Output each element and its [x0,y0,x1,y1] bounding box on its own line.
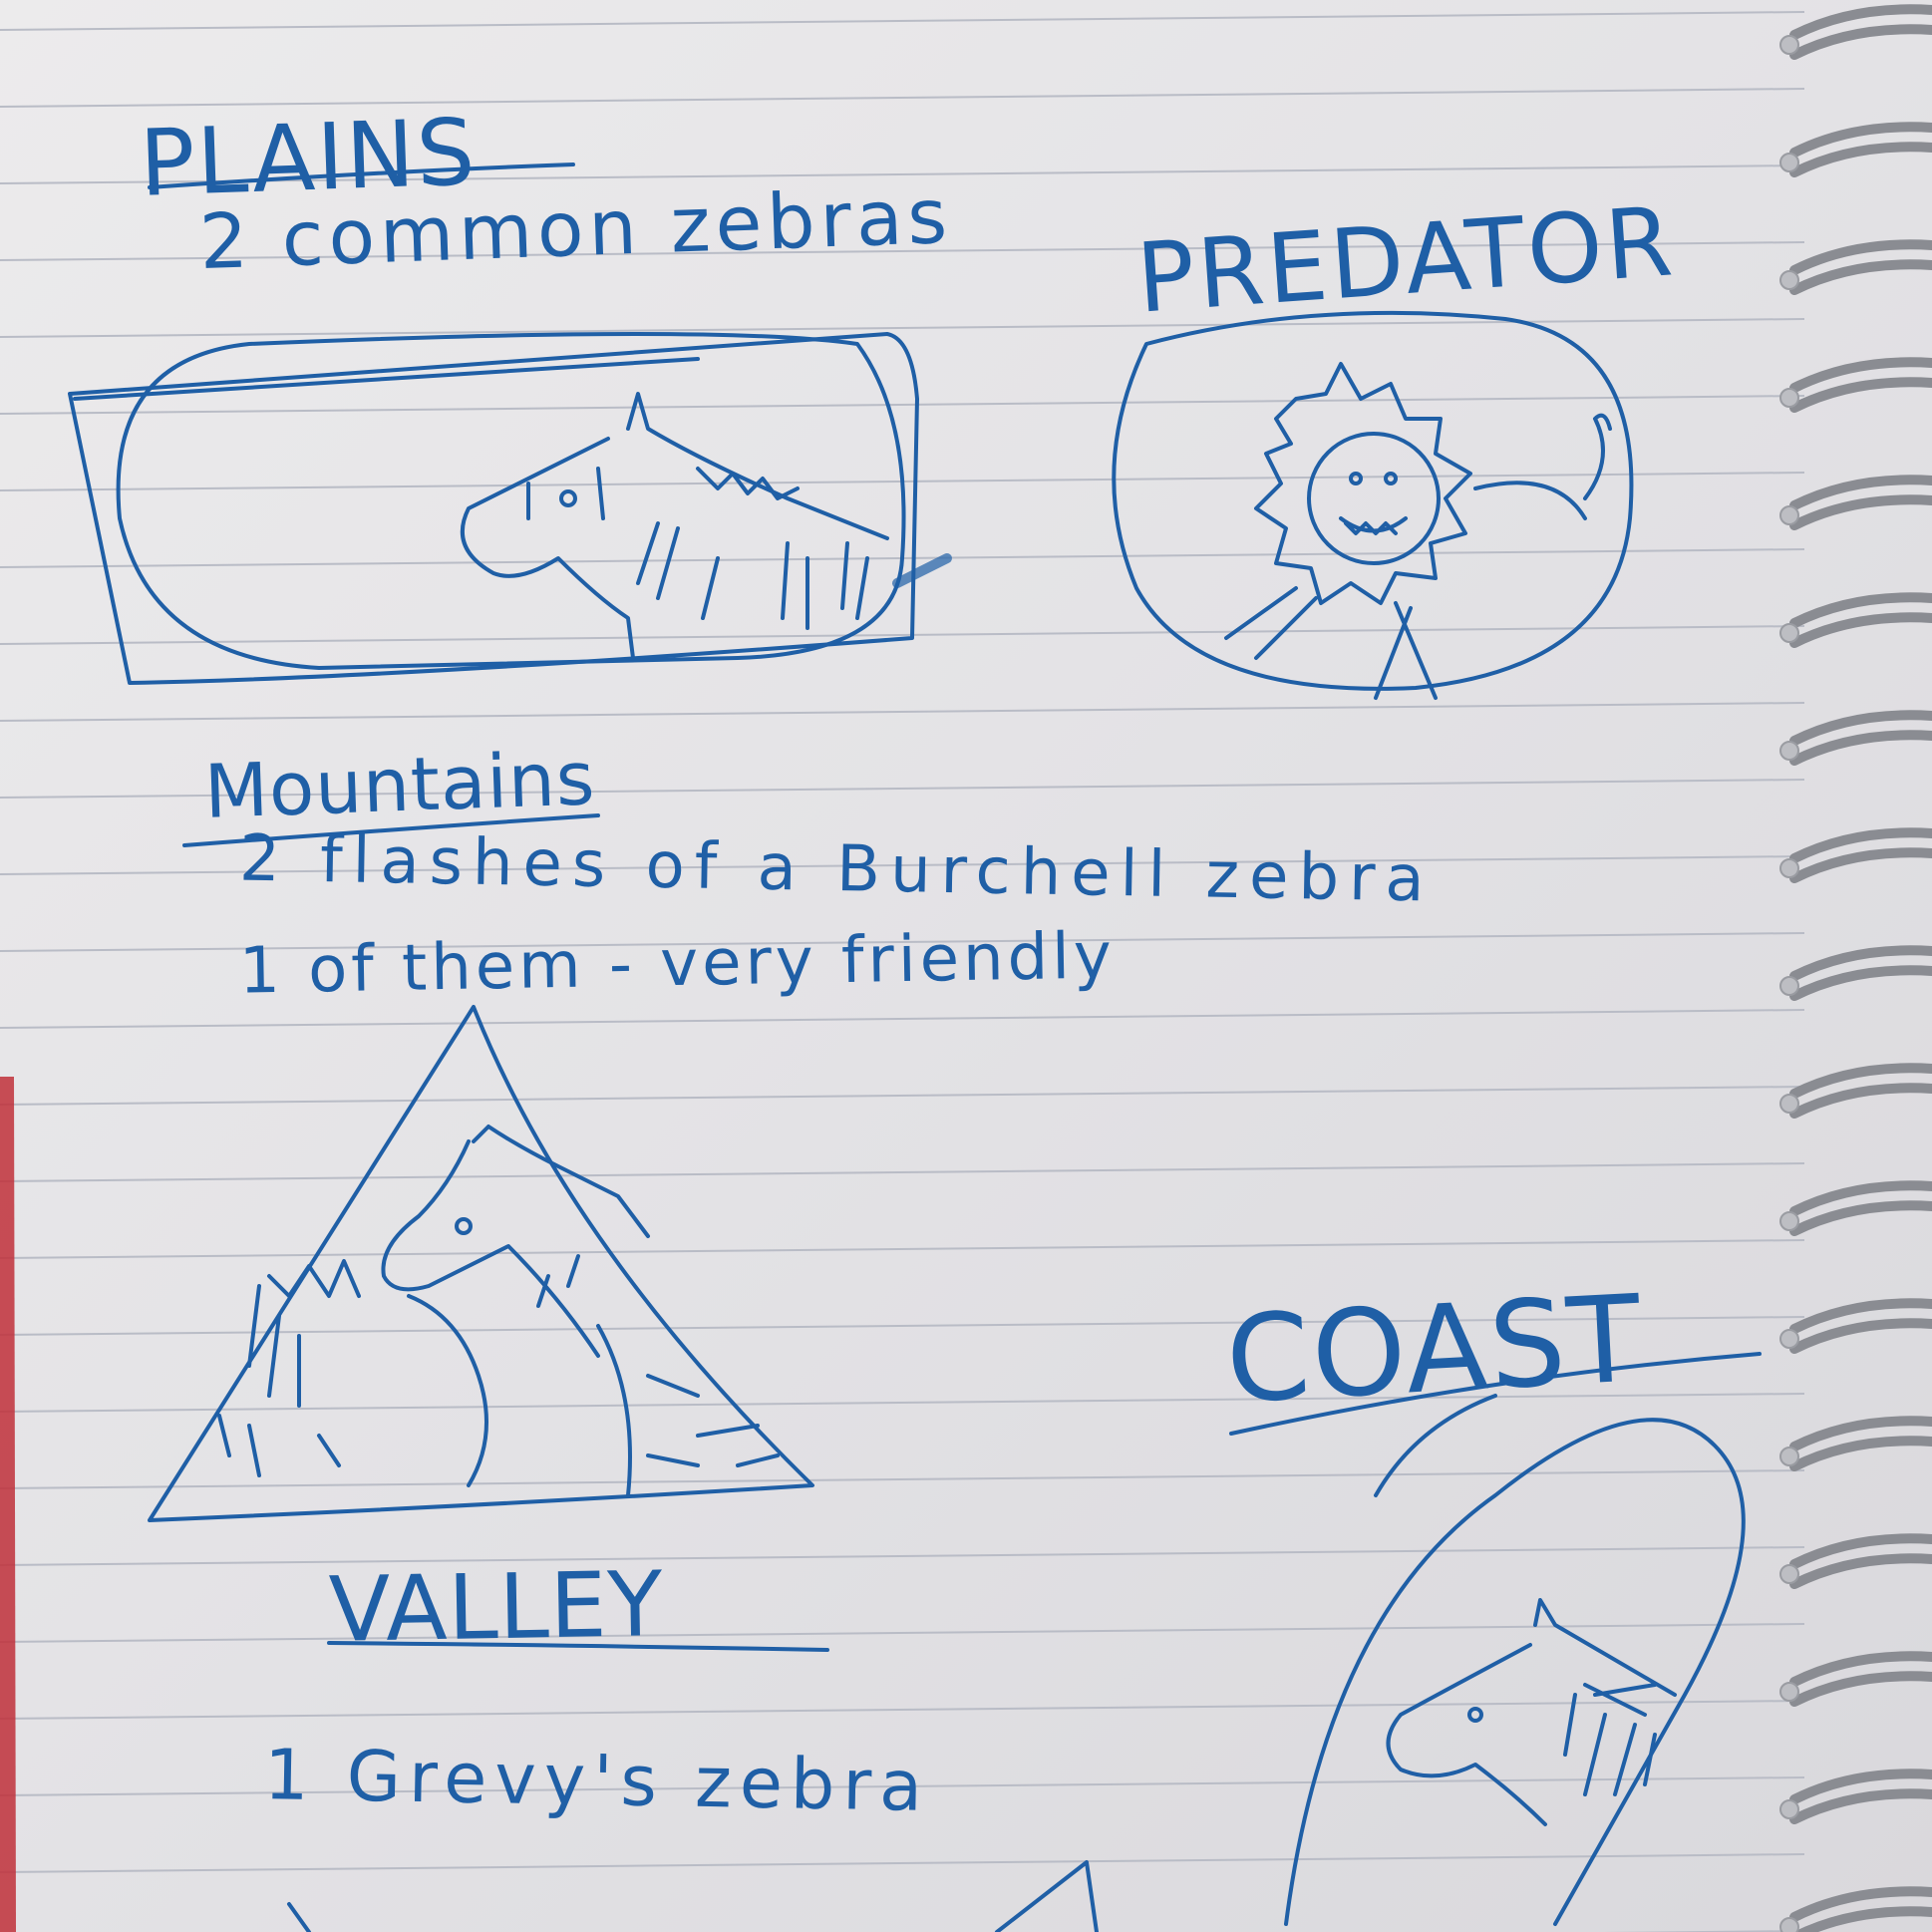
binding-ring [1789,357,1932,413]
ruled-line [0,1546,1805,1566]
ruled-line [0,11,1805,31]
binding-hole [1779,1447,1799,1466]
binding-hole [1779,741,1799,761]
ruled-line [0,395,1805,415]
binding-hole [1779,1094,1799,1114]
binding-hole [1779,35,1799,55]
ruled-line [0,855,1805,875]
mountains-underline [182,813,600,847]
valley-mountain-sketch-icon [287,1860,1099,1932]
heading-coast: COAST [1222,1270,1647,1431]
binding-ring [1789,710,1932,766]
binding-hole [1779,1682,1799,1702]
ruled-line [0,1162,1805,1182]
lion-sketch-icon [1112,310,1634,700]
ruled-line [0,241,1805,261]
binding-ring [1789,1298,1932,1354]
binding-hole [1779,1799,1799,1819]
binding-ring [1789,4,1932,60]
coast-zebra-sketch-icon [1284,1394,1746,1926]
binding-ring [1789,475,1932,530]
ruled-line [0,625,1805,645]
binding-ring [1789,827,1932,883]
note-mountains-line-2: 1 of them - very friendly [238,919,1117,1009]
ruled-line [0,164,1805,184]
binding-ring [1789,945,1932,1001]
cover-edge [0,1077,16,1932]
valley-underline [327,1641,829,1652]
binding-hole [1779,270,1799,290]
coast-underline [1229,1352,1762,1436]
note-valley: 1 Grevy's zebra [263,1734,931,1827]
ruled-line [0,1853,1805,1873]
binding-ring [1789,1886,1932,1932]
binding-hole [1779,1564,1799,1584]
ruled-line [0,1623,1805,1643]
ruled-line [0,318,1805,338]
binding-ring [1789,592,1932,648]
binding-ring [1789,1416,1932,1471]
binding-ring [1789,1651,1932,1707]
ruled-line [0,702,1805,722]
binding-hole [1779,858,1799,878]
ruled-line [0,88,1805,108]
binding-ring [1789,1180,1932,1236]
heading-mountains: Mountains [202,736,597,835]
ruled-line [0,1700,1805,1720]
ruled-line [0,1469,1805,1489]
binding-hole [1779,976,1799,996]
binding-ring [1789,122,1932,177]
ruled-line [0,1776,1805,1796]
ruled-line [0,932,1805,952]
spiral-binding-icon [1779,4,1932,1932]
mountain-zebra-sketch-icon [148,1005,814,1522]
binding-hole [1779,1211,1799,1231]
binding-hole [1779,1329,1799,1349]
binding-hole [1779,505,1799,525]
ruled-line [0,1009,1805,1029]
ruled-line [0,779,1805,799]
binding-ring [1789,1063,1932,1119]
binding-ring [1789,1533,1932,1589]
binding-hole [1779,623,1799,643]
ruled-line [0,1316,1805,1336]
ruled-line [0,1086,1805,1106]
binding-hole [1779,1917,1799,1932]
plains-zebra-sketch-icon [68,332,952,685]
heading-valley: VALLEY [328,1552,665,1663]
binding-ring [1789,239,1932,295]
plains-underline [148,162,575,189]
ruled-line [0,1393,1805,1413]
binding-hole [1779,388,1799,408]
ruled-line [0,1239,1805,1259]
binding-hole [1779,153,1799,172]
binding-ring [1789,1769,1932,1824]
